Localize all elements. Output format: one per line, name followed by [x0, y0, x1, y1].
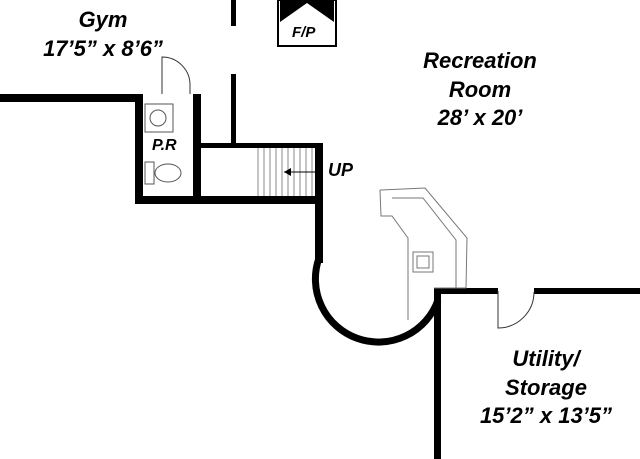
- stairs-arrow-icon: [284, 168, 320, 176]
- stair-right-wall: [315, 143, 323, 263]
- recreation-room-size: 28’ x 20’: [437, 105, 523, 131]
- utility-door-swing: [497, 291, 535, 329]
- sink-counter: [144, 103, 174, 133]
- gym-right-wall-lower: [231, 74, 236, 146]
- sink-basin: [149, 109, 167, 127]
- recreation-room-name-line2: Room: [448, 76, 512, 102]
- fireplace: [277, 0, 337, 47]
- powder-room-fixtures: [144, 103, 182, 185]
- utility-name-line2: Storage: [505, 374, 587, 400]
- utility-left-wall: [434, 288, 441, 459]
- powder-room-label: P.R: [152, 137, 177, 154]
- wet-bar-counter: [379, 187, 468, 320]
- stairs-up-label: UP: [328, 160, 354, 180]
- bar-sink: [412, 251, 434, 273]
- utility-storage-label: Utility/ Storage 15’2” x 13’5”: [452, 345, 640, 431]
- utility-top-wall-left: [434, 288, 498, 294]
- fireplace-hearth: [280, 0, 334, 22]
- pr-left-wall: [135, 94, 143, 204]
- gym-right-wall-upper: [231, 0, 236, 26]
- recreation-room-label: Recreation Room 28’ x 20’: [405, 47, 555, 133]
- pr-bottom-wall: [135, 196, 323, 204]
- utility-size: 15’2” x 13’5”: [479, 403, 613, 429]
- fireplace-label: F/P: [292, 24, 316, 41]
- recreation-room-name-line1: Recreation: [423, 48, 537, 73]
- curved-wall: [311, 256, 442, 346]
- pr-right-wall: [193, 94, 201, 204]
- gym-label: Gym 17’5” x 8’6”: [20, 6, 186, 63]
- gym-name: Gym: [78, 7, 128, 32]
- gym-size: 17’5” x 8’6”: [43, 35, 163, 61]
- toilet-tank: [144, 161, 155, 185]
- stair-top-wall: [201, 143, 321, 148]
- utility-name-line1: Utility/: [512, 346, 580, 371]
- gym-bottom-wall: [0, 94, 140, 102]
- toilet-bowl: [154, 163, 182, 183]
- utility-top-wall-right: [534, 288, 640, 294]
- gym-door-swing: [161, 56, 191, 94]
